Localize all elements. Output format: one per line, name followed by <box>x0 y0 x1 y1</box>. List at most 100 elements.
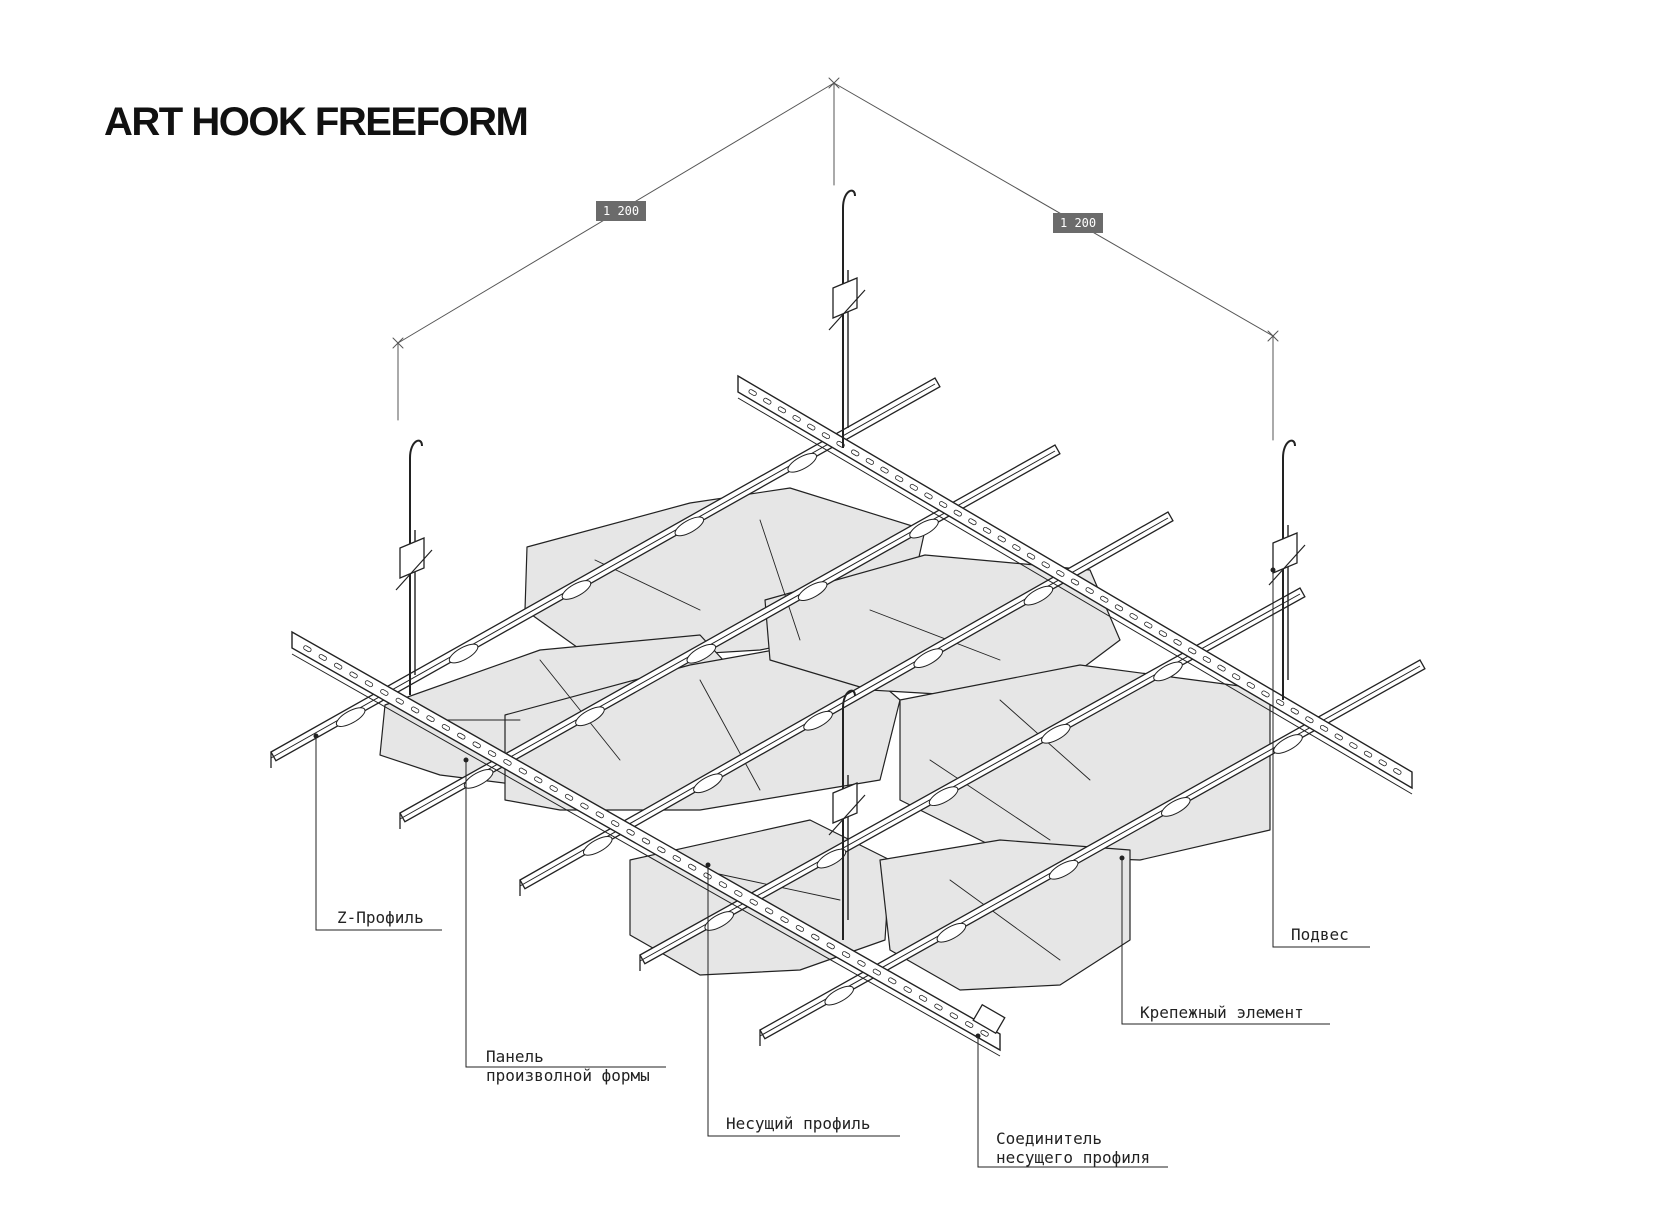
carrier-perforation <box>441 723 451 731</box>
carrier-perforation <box>763 397 772 405</box>
carrier-perforation <box>1246 681 1255 689</box>
dimension-tick-x-0 <box>392 337 404 349</box>
carrier-perforation <box>1026 552 1036 560</box>
carrier-perforation <box>1393 767 1402 775</box>
hanger-4 <box>828 689 866 940</box>
fastener-clip <box>824 985 854 1006</box>
carrier-perforation <box>953 509 962 517</box>
panel-facet-line-4 <box>699 679 761 791</box>
carrier-perforation <box>865 458 875 465</box>
carrier-perforation <box>518 767 528 775</box>
carrier-perforation <box>380 689 389 696</box>
carrier-perforation <box>641 837 651 845</box>
label-connector: Соединитель несущего профиля <box>996 1129 1150 1167</box>
carrier-perforation <box>1041 561 1050 569</box>
fastener-clip <box>335 707 366 727</box>
fastener-clip <box>686 643 717 664</box>
carrier-perforation <box>792 415 801 422</box>
fastener-clip <box>448 643 479 664</box>
carrier-perforation <box>968 518 977 526</box>
hanger-2 <box>828 189 866 448</box>
carrier-perforation <box>334 662 343 670</box>
panel-facet-line-5 <box>869 609 1001 661</box>
z-profile-2 <box>399 444 1061 829</box>
panel-facet-line-7 <box>929 759 1051 841</box>
carrier-perforation <box>1275 699 1285 706</box>
carrier-perforation <box>982 526 992 534</box>
hanger-3 <box>1268 439 1306 700</box>
carrier-perforation <box>851 449 860 457</box>
carrier-perforation <box>934 1003 943 1011</box>
carrier-perforation <box>888 977 897 985</box>
fastener-clip <box>1153 661 1183 682</box>
freeform-panel-3 <box>504 639 901 811</box>
carrier-perforation <box>807 423 816 431</box>
leader-panel-dot <box>463 757 469 763</box>
fastener-clip <box>787 452 817 473</box>
freeform-panel-5 <box>899 664 1271 861</box>
panel-facet-line-9 <box>949 879 1061 961</box>
z-profile-1 <box>270 377 941 768</box>
carrier-perforation <box>580 802 589 810</box>
carrier-perforation <box>1173 638 1182 646</box>
carrier-perforation <box>1349 742 1358 749</box>
carrier-profile-lip <box>737 397 1413 795</box>
carrier-connector <box>972 1003 1006 1035</box>
carrier-perforation <box>364 680 374 688</box>
fastener-clip <box>561 580 592 600</box>
carrier-perforation <box>909 483 918 491</box>
carrier-perforation <box>811 933 820 941</box>
fastener-clip <box>816 848 847 869</box>
carrier-perforation <box>918 994 928 1002</box>
carrier-perforation <box>1188 647 1197 655</box>
carrier-perforation <box>1334 733 1343 741</box>
carrier-perforation <box>549 785 558 792</box>
label-panel: Панель произволной формы <box>486 1047 650 1085</box>
carrier-perforation <box>872 968 882 976</box>
fastener-clip <box>1023 585 1054 606</box>
carrier-perforation <box>457 732 466 740</box>
carrier-perforation <box>534 776 543 784</box>
carrier-perforation <box>1114 604 1124 612</box>
carrier-perforation <box>472 741 481 749</box>
carrier-perforation <box>1319 724 1329 732</box>
carrier-perforation <box>611 820 620 827</box>
dimension-line-right <box>833 82 1274 337</box>
fastener-clip <box>936 922 967 943</box>
hanger-hook <box>842 689 856 709</box>
hanger-1 <box>395 439 433 695</box>
leader-carrier-dot <box>705 862 711 868</box>
carrier-perforation <box>1012 544 1021 551</box>
carrier-perforation <box>1070 578 1080 586</box>
hanger-clip-wire <box>828 794 866 836</box>
carrier-perforation <box>1202 656 1212 663</box>
carrier-perforation <box>503 758 512 766</box>
carrier-perforation <box>1217 664 1226 672</box>
label-connector-line1: Соединитель <box>996 1129 1102 1148</box>
freeform-panel-7 <box>879 839 1131 991</box>
carrier-perforation <box>1363 750 1373 758</box>
fastener-clip <box>575 706 605 727</box>
carrier-perforation <box>777 406 787 414</box>
carrier-perforation <box>880 466 889 474</box>
carrier-perforation <box>821 432 831 440</box>
carrier-perforation <box>1261 690 1270 698</box>
dimension-tick-x-1 <box>828 77 840 89</box>
fastener-clip <box>704 911 734 931</box>
leader-fastener-dot <box>1119 855 1125 861</box>
carrier-perforation <box>487 750 497 758</box>
leader-carrier <box>707 865 900 1137</box>
carrier-perforation <box>826 942 835 950</box>
hanger-hook <box>1282 439 1296 459</box>
carrier-perforation <box>1305 716 1314 724</box>
carrier-perforation <box>997 535 1006 543</box>
hanger-clip <box>399 537 425 579</box>
leader-connector <box>977 1036 1168 1168</box>
label-panel-line1: Панель <box>486 1047 544 1066</box>
drawing-title: ART HOOK FREEFORM <box>104 100 529 144</box>
carrier-perforation <box>980 1029 989 1037</box>
carrier-perforation <box>688 863 697 871</box>
carrier-perforation <box>318 654 327 661</box>
carrier-perforation <box>657 846 666 854</box>
